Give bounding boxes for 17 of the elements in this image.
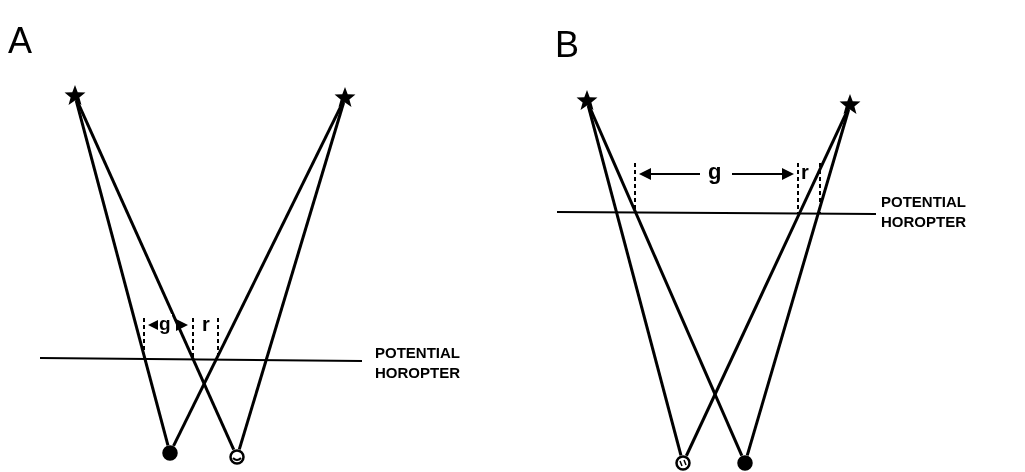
sight-line xyxy=(237,102,345,450)
star-symbol xyxy=(334,87,356,109)
horopter-label: POTENTIAL HOROPTER xyxy=(881,192,967,232)
eye-dot xyxy=(229,449,245,465)
sight-line xyxy=(586,105,683,456)
dimension-label: g xyxy=(158,314,172,333)
panel-letter: B xyxy=(555,23,579,67)
star-symbol xyxy=(576,90,598,112)
eye-dot xyxy=(162,445,178,461)
horopter-label: POTENTIAL HOROPTER xyxy=(375,343,461,383)
eye-dot xyxy=(737,455,753,471)
panel-letter: A xyxy=(8,19,32,63)
star-symbol xyxy=(839,94,861,116)
sight-line xyxy=(74,100,170,446)
eye-dot xyxy=(675,455,691,471)
sight-line xyxy=(745,109,851,456)
star-symbol xyxy=(64,85,86,107)
